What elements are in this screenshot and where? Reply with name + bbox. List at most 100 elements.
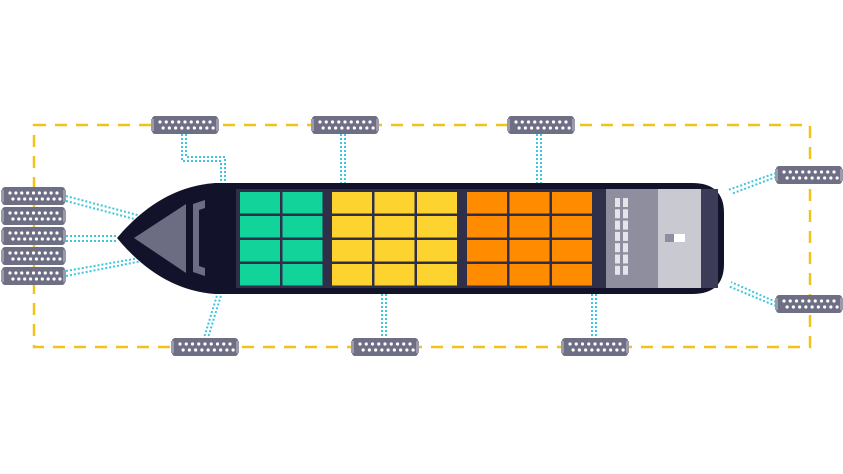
mooring-unit-dot	[823, 176, 827, 180]
mooring-unit-dot	[43, 211, 47, 215]
mooring-unit-dot	[20, 271, 24, 275]
mooring-unit-dot	[514, 120, 518, 124]
mooring-unit-dot	[829, 176, 833, 180]
mooring-unit-dot	[791, 176, 795, 180]
mooring-unit-dot	[782, 299, 786, 303]
mooring-unit-dot	[11, 237, 15, 241]
mooring-unit-dot	[362, 120, 366, 124]
mooring-unit-dot	[58, 257, 62, 261]
mooring-unit-dot	[14, 211, 18, 215]
mooring-unit-dot	[28, 217, 33, 221]
mooring-unit-dot	[615, 348, 619, 352]
mooring-unit	[1, 247, 66, 265]
mooring-unit-dot	[368, 120, 372, 124]
container	[374, 264, 415, 286]
mooring-unit-dot	[192, 126, 196, 130]
mooring-unit-body	[172, 338, 238, 356]
mooring-unit-dot	[23, 237, 27, 241]
mooring-unit-dot	[205, 126, 209, 130]
mooring-unit-dot	[832, 299, 836, 303]
mooring-unit-dot	[181, 348, 185, 352]
mooring-unit-dot	[402, 342, 406, 346]
mooring-unit-body	[152, 116, 218, 134]
mooring-unit-dot	[17, 257, 21, 261]
mooring-unit-dot	[364, 342, 368, 346]
mooring-unit-body	[2, 227, 65, 245]
mooring-unit-dot	[46, 197, 50, 201]
mooring-unit-dot	[810, 176, 814, 180]
mooring-unit-body	[776, 295, 842, 313]
mooring-unit-dot	[580, 342, 585, 346]
mooring-unit	[775, 166, 843, 184]
mooring-unit-dot	[823, 305, 827, 309]
mooring-unit-dot	[612, 342, 616, 346]
mooring-unit-dot	[212, 348, 216, 352]
mooring-unit-dot	[358, 342, 362, 346]
mooring-unit-dot	[11, 217, 15, 221]
mooring-unit-body	[312, 116, 378, 134]
mooring-unit-dot	[374, 348, 378, 352]
mooring-line-bow-1	[65, 195, 146, 222]
mooring-unit-dot	[383, 342, 387, 346]
mooring-unit-dot	[215, 342, 220, 346]
mooring-unit-dot	[31, 211, 36, 215]
bridge-console-white	[674, 234, 685, 242]
mooring-unit-dot	[819, 170, 824, 174]
mooring-unit-cap	[775, 169, 778, 181]
container	[552, 216, 592, 238]
mooring-unit-dot	[197, 342, 201, 346]
mooring-unit-cap	[376, 119, 379, 131]
mooring-unit-dot	[23, 217, 27, 221]
mooring-unit-dot	[43, 191, 47, 195]
mooring-unit-dot	[46, 257, 50, 261]
mooring-unit-dot	[370, 342, 375, 346]
container	[417, 264, 457, 286]
mooring-unit-dot	[596, 348, 600, 352]
mooring-unit-dot	[545, 120, 549, 124]
mooring-unit-dot	[785, 176, 789, 180]
mooring-unit	[1, 207, 66, 225]
mooring-unit-dot	[832, 170, 836, 174]
mooring-unit-dot	[211, 126, 215, 130]
container	[240, 192, 280, 214]
mooring-unit-cap	[1, 230, 4, 242]
mooring-line-bottom-2	[381, 294, 387, 338]
mooring-unit-dot	[209, 342, 213, 346]
mooring-unit-cap	[840, 169, 843, 181]
mooring-line-bow-2	[66, 235, 118, 242]
mooring-unit-dot	[389, 342, 393, 346]
mooring-unit-dot	[37, 231, 41, 235]
mooring-unit-dot	[551, 120, 556, 124]
mooring-unit-dot	[526, 120, 531, 124]
mooring-unit-dot	[37, 191, 41, 195]
mooring-unit-dot	[28, 197, 33, 201]
mooring-unit-dot	[520, 120, 524, 124]
bridge-window	[615, 209, 620, 219]
mooring-unit-dot	[361, 348, 365, 352]
mooring-unit-cap	[572, 119, 575, 131]
mooring-unit-dot	[55, 211, 59, 215]
mooring-unit-dot	[43, 251, 47, 255]
mooring-unit-dot	[17, 237, 21, 241]
mooring-unit-dot	[49, 251, 53, 255]
mooring-unit-body	[2, 247, 65, 265]
mooring-unit-dot	[590, 348, 594, 352]
mooring-unit-dot	[225, 348, 229, 352]
mooring-unit-dot	[37, 271, 41, 275]
mooring-unit-dot	[228, 342, 232, 346]
mooring-unit-dot	[199, 126, 203, 130]
container	[332, 240, 372, 262]
mooring-unit-dot	[8, 251, 12, 255]
mooring-unit-dot	[158, 120, 162, 124]
mooring-unit-dot	[26, 191, 30, 195]
mooring-unit-cap	[236, 341, 239, 353]
bridge-window	[623, 220, 628, 230]
mooring-unit-dot	[58, 217, 62, 221]
container	[282, 216, 323, 238]
bridge-window	[623, 209, 628, 219]
mooring-unit	[311, 116, 379, 134]
mooring-line-bottom-3	[591, 294, 597, 338]
mooring-unit-dot	[593, 342, 597, 346]
mooring-unit-dot	[52, 257, 56, 261]
